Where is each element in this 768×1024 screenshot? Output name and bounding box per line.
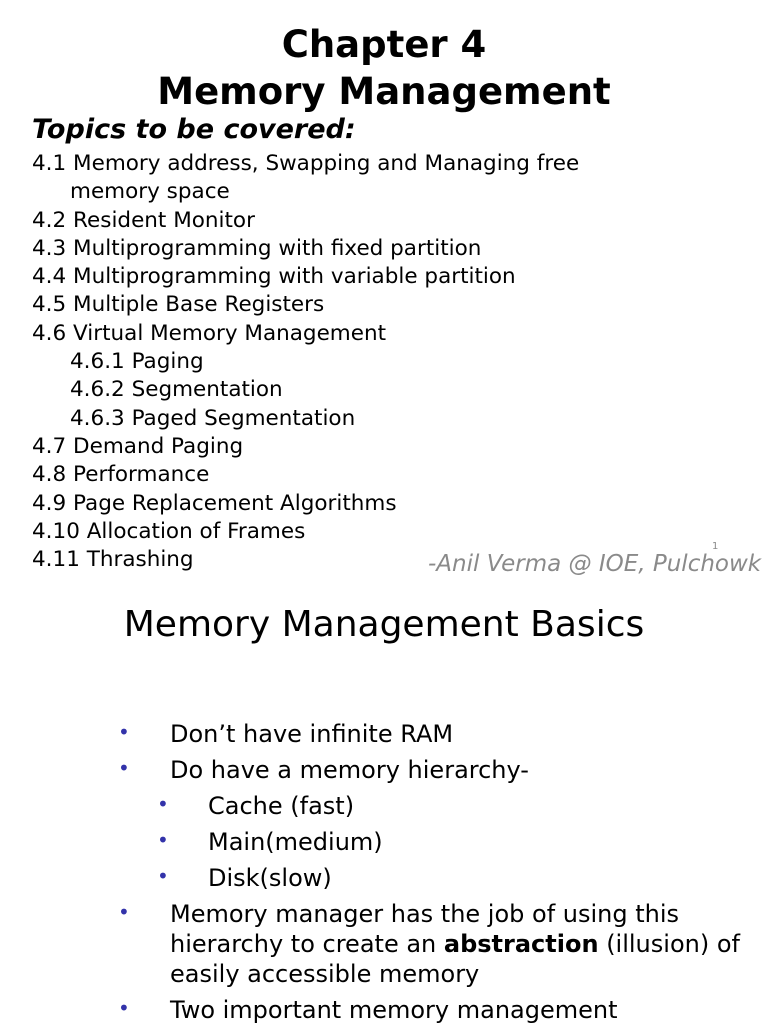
bullet-item: • Don’t have infinite RAM: [118, 720, 454, 748]
topic-item: 4.4 Multiprogramming with variable parti…: [32, 264, 516, 290]
topic-item: 4.10 Allocation of Frames: [32, 518, 306, 544]
topic-continuation: memory space: [70, 179, 230, 205]
bullet-item: • Do have a memory hierarchy-: [118, 756, 529, 784]
slide-chapter-4: Chapter 4 Memory Management Topics to be…: [32, 23, 762, 577]
bullet-icon: •: [157, 864, 169, 888]
slide-number: 1: [712, 541, 719, 552]
chapter-subtitle: Memory Management: [157, 70, 611, 113]
topic-item: 4.1 Memory address, Swapping and Managin…: [32, 150, 579, 207]
slide-title: Memory Management Basics: [123, 604, 645, 645]
chapter-title: Chapter 4: [281, 23, 487, 66]
author-credit: -Anil Verma @ IOE, Pulchowk: [428, 551, 762, 577]
topic-list: 4.1 Memory address, Swapping and Managin…: [32, 150, 579, 574]
topic-item: 4.7 Demand Paging: [32, 433, 244, 459]
bullet-icon: •: [118, 900, 130, 924]
bullet-icon: •: [118, 996, 130, 1020]
emphasis-abstraction: abstraction: [443, 930, 599, 958]
topic-subitem: 4.6.2 Segmentation: [70, 377, 283, 403]
sub-bullet-item: • Disk(slow): [157, 864, 332, 892]
bullet-text: Memory manager has the job of using this…: [170, 900, 740, 988]
topic-item: 4.9 Page Replacement Algorithms: [32, 490, 397, 516]
bullet-item: • Two important memory management: [118, 996, 618, 1024]
bullet-item: • Memory manager has the job of using th…: [0, 899, 760, 989]
bullet-icon: •: [157, 792, 169, 816]
bullet-icon: •: [118, 720, 130, 744]
topic-subitem: 4.6.3 Paged Segmentation: [70, 405, 356, 431]
topic-item: 4.5 Multiple Base Registers: [32, 292, 325, 318]
topic-item: 4.3 Multiprogramming with fixed partitio…: [32, 235, 482, 261]
topic-item: 4.8 Performance: [32, 462, 210, 488]
bullet-icon: •: [157, 828, 169, 852]
slide-memory-basics: Memory Management Basics • Don’t have in…: [0, 580, 768, 1024]
topic-subitem: 4.6.1 Paging: [70, 349, 204, 375]
bullet-list: • Don’t have infinite RAM • Do have a me…: [0, 719, 760, 1024]
sub-bullet-item: • Main(medium): [157, 828, 383, 856]
topic-item: 4.2 Resident Monitor: [32, 207, 255, 233]
topic-item: 4.6 Virtual Memory Management: [32, 320, 387, 346]
topic-item: 4.11 Thrashing: [32, 547, 194, 573]
bullet-icon: •: [118, 756, 130, 780]
sub-bullet-item: • Cache (fast): [157, 792, 355, 820]
topics-heading: Topics to be covered:: [32, 114, 356, 145]
